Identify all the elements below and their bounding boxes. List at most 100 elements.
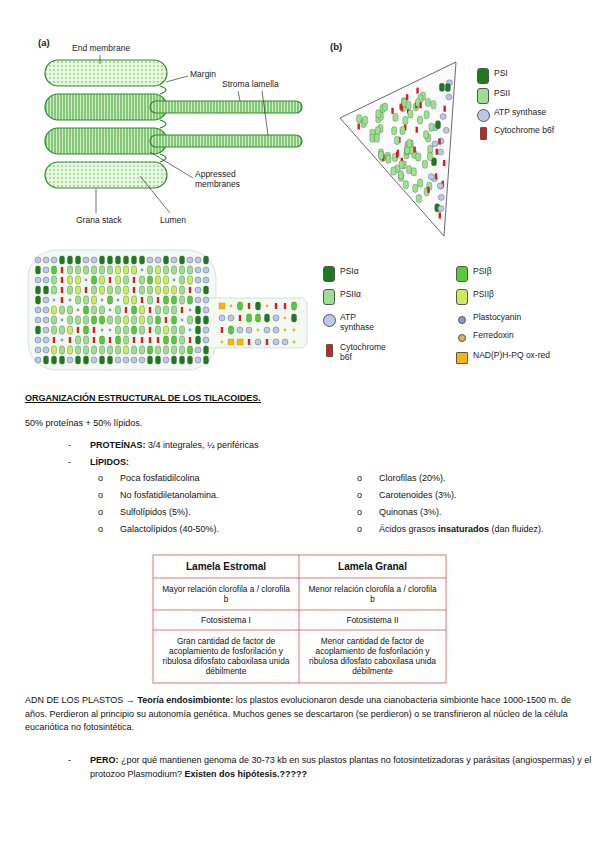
photosystem bbox=[164, 346, 169, 354]
photosystem bbox=[84, 316, 89, 324]
photosystem bbox=[148, 346, 153, 354]
leader-lines bbox=[96, 55, 268, 213]
photosystem bbox=[172, 306, 177, 314]
cytochrome bbox=[109, 337, 111, 343]
photosystem bbox=[124, 286, 129, 294]
photosystem bbox=[76, 266, 81, 274]
photosystem bbox=[403, 181, 408, 189]
carrier-dot bbox=[141, 269, 144, 272]
atp-synthase bbox=[195, 277, 201, 283]
photosystem bbox=[418, 179, 423, 187]
bullet-marker: o bbox=[357, 472, 362, 485]
atp-synthase bbox=[43, 327, 49, 333]
cytochrome bbox=[61, 277, 63, 283]
photosystem bbox=[172, 326, 177, 334]
bold-text: Existen dos hipótesis.????? bbox=[185, 769, 308, 779]
cytochrome bbox=[149, 307, 151, 313]
photosystem bbox=[116, 336, 121, 344]
photosystem bbox=[100, 306, 105, 314]
atp-synthase bbox=[432, 141, 438, 147]
table-cell: Fotosistema I bbox=[201, 616, 251, 626]
bullet-marker: - bbox=[68, 456, 71, 469]
photosystem bbox=[164, 326, 169, 334]
cytochrome bbox=[61, 267, 63, 273]
photosystem bbox=[52, 266, 57, 274]
atp-synthase bbox=[187, 257, 193, 263]
cytochrome bbox=[248, 303, 250, 309]
carrier-dot bbox=[284, 329, 287, 332]
photosystem bbox=[431, 101, 436, 109]
cytochrome bbox=[109, 277, 111, 283]
photosystem bbox=[108, 296, 113, 304]
photosystem bbox=[357, 115, 362, 123]
photosystem bbox=[424, 131, 429, 139]
legend-text: PSIIβ bbox=[473, 290, 533, 300]
atp-synthase bbox=[440, 114, 446, 120]
cytochrome bbox=[189, 337, 191, 343]
photosystem bbox=[44, 356, 49, 364]
carrier-dot bbox=[284, 317, 287, 320]
atp-synthase bbox=[35, 277, 41, 283]
photosystem bbox=[76, 256, 81, 264]
body-text: Quinonas (3%). bbox=[379, 507, 442, 517]
photosystem bbox=[92, 306, 97, 314]
cytochrome bbox=[61, 297, 63, 303]
photosystem bbox=[204, 286, 209, 294]
photosystem bbox=[132, 326, 137, 334]
figure-label: End membrane bbox=[72, 44, 130, 54]
ndh-complex bbox=[228, 339, 234, 345]
photosystem bbox=[92, 266, 97, 274]
atp-synthase bbox=[43, 267, 49, 273]
body-text: ¿por qué mantienen genoma de 30-73 kb en… bbox=[90, 755, 591, 779]
cytochrome bbox=[189, 287, 191, 293]
photosystem bbox=[156, 306, 161, 314]
photosystem bbox=[108, 286, 113, 294]
photosystem bbox=[116, 256, 121, 264]
photosystem bbox=[116, 286, 121, 294]
photosystem bbox=[100, 256, 105, 264]
atp-synthase bbox=[35, 337, 41, 343]
cytochrome bbox=[275, 303, 277, 309]
atp-synthase bbox=[195, 287, 201, 293]
body-text: ADN DE LOS PLASTOS → bbox=[25, 695, 135, 705]
photosystem bbox=[100, 266, 105, 274]
figure-letter: (b) bbox=[330, 42, 342, 53]
atp-synthase bbox=[147, 257, 153, 263]
carrier-dot bbox=[230, 305, 233, 308]
cytochrome bbox=[443, 106, 445, 112]
atp-synthase bbox=[264, 327, 270, 333]
photosystem bbox=[116, 306, 121, 314]
photosystem bbox=[164, 276, 169, 284]
photosystem bbox=[100, 286, 105, 294]
atp-synthase bbox=[219, 315, 225, 321]
cytochrome bbox=[133, 287, 135, 293]
cytochrome bbox=[53, 337, 55, 343]
atp-synthase bbox=[195, 267, 201, 273]
atp-synthase bbox=[43, 257, 49, 263]
photosystem bbox=[238, 302, 243, 310]
thylakoid-map bbox=[28, 250, 307, 370]
photosystem bbox=[100, 336, 105, 344]
cytochrome bbox=[61, 287, 63, 293]
atp-synthase bbox=[91, 357, 97, 363]
photosystem bbox=[180, 266, 185, 274]
photosystem bbox=[188, 276, 193, 284]
photosystem bbox=[108, 266, 113, 274]
cytochrome bbox=[266, 339, 268, 345]
photosystem bbox=[100, 276, 105, 284]
photosystem bbox=[422, 160, 427, 168]
photosystem bbox=[60, 346, 65, 354]
photosystem bbox=[180, 256, 185, 264]
photosystem bbox=[172, 316, 177, 324]
table-header: Lamela Granal bbox=[338, 560, 407, 574]
carrier-dot bbox=[101, 299, 104, 302]
body-text: Clorofilas (20%). bbox=[379, 473, 446, 483]
photosystem bbox=[60, 326, 65, 334]
atp-synthase bbox=[43, 337, 49, 343]
photosystem bbox=[156, 266, 161, 274]
atp-synthase bbox=[282, 339, 288, 345]
figure-letter: (a) bbox=[38, 38, 50, 49]
photosystem bbox=[376, 110, 381, 118]
photosystem bbox=[108, 356, 113, 364]
cytochrome bbox=[391, 108, 393, 114]
